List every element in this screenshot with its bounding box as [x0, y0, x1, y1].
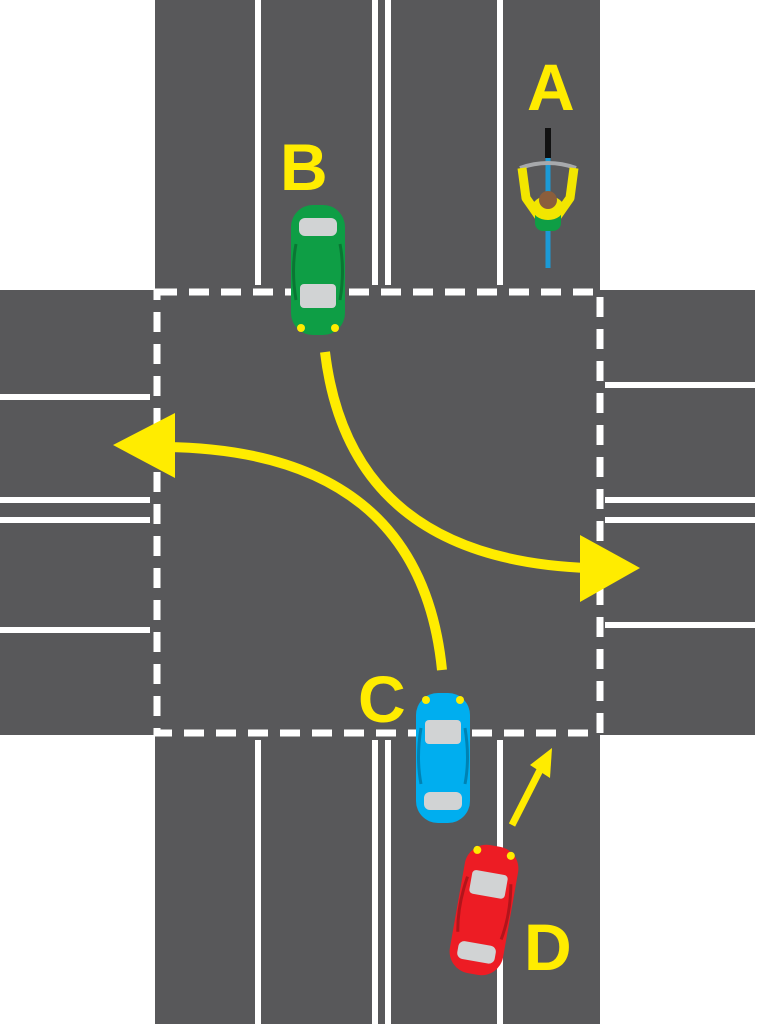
path-arrow-b	[320, 351, 640, 602]
arrow-icon	[113, 413, 175, 478]
car-c	[414, 691, 472, 825]
label-c: C	[358, 662, 406, 736]
arrow-icon	[530, 748, 552, 778]
label-b: B	[280, 130, 328, 204]
arrow-icon	[580, 535, 640, 602]
bicycle-icon	[517, 128, 579, 268]
label-d: D	[524, 910, 572, 984]
path-arrow-c	[113, 413, 447, 671]
car-b	[289, 203, 347, 337]
path-arrow-d	[508, 748, 552, 827]
intersection-boundary	[153, 288, 604, 737]
label-a: A	[527, 50, 575, 124]
